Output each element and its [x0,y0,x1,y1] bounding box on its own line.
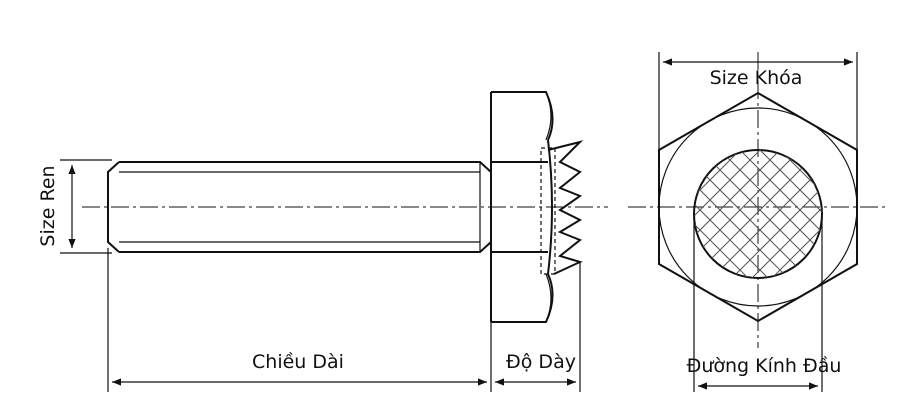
dimension-length: Chiều Dài [107,248,492,392]
thread-root-lines [119,162,481,252]
length-label: Chiều Dài [252,351,344,373]
cross-hatch-pattern [694,150,822,278]
thickness-label: Độ Dày [506,351,576,373]
dimension-wrench-size: Size Khóa [658,52,858,150]
thread-size-label: Size Ren [37,165,59,246]
head-diameter-label: Đường Kính Đầu [687,355,842,377]
bolt-end-view [628,52,888,348]
serrated-flange-teeth [547,140,584,275]
bolt-side-view [82,91,608,323]
dimension-head-diameter: Đường Kính Đầu [687,214,842,392]
bearing-face-circle [658,107,858,307]
wrench-size-label: Size Khóa [710,67,803,89]
bolt-head-chamfer-arcs [545,91,552,323]
dimension-thread-size: Size Ren [37,159,112,254]
dimension-thickness: Độ Dày [495,262,581,392]
washer-face-hidden-outline [540,147,556,275]
